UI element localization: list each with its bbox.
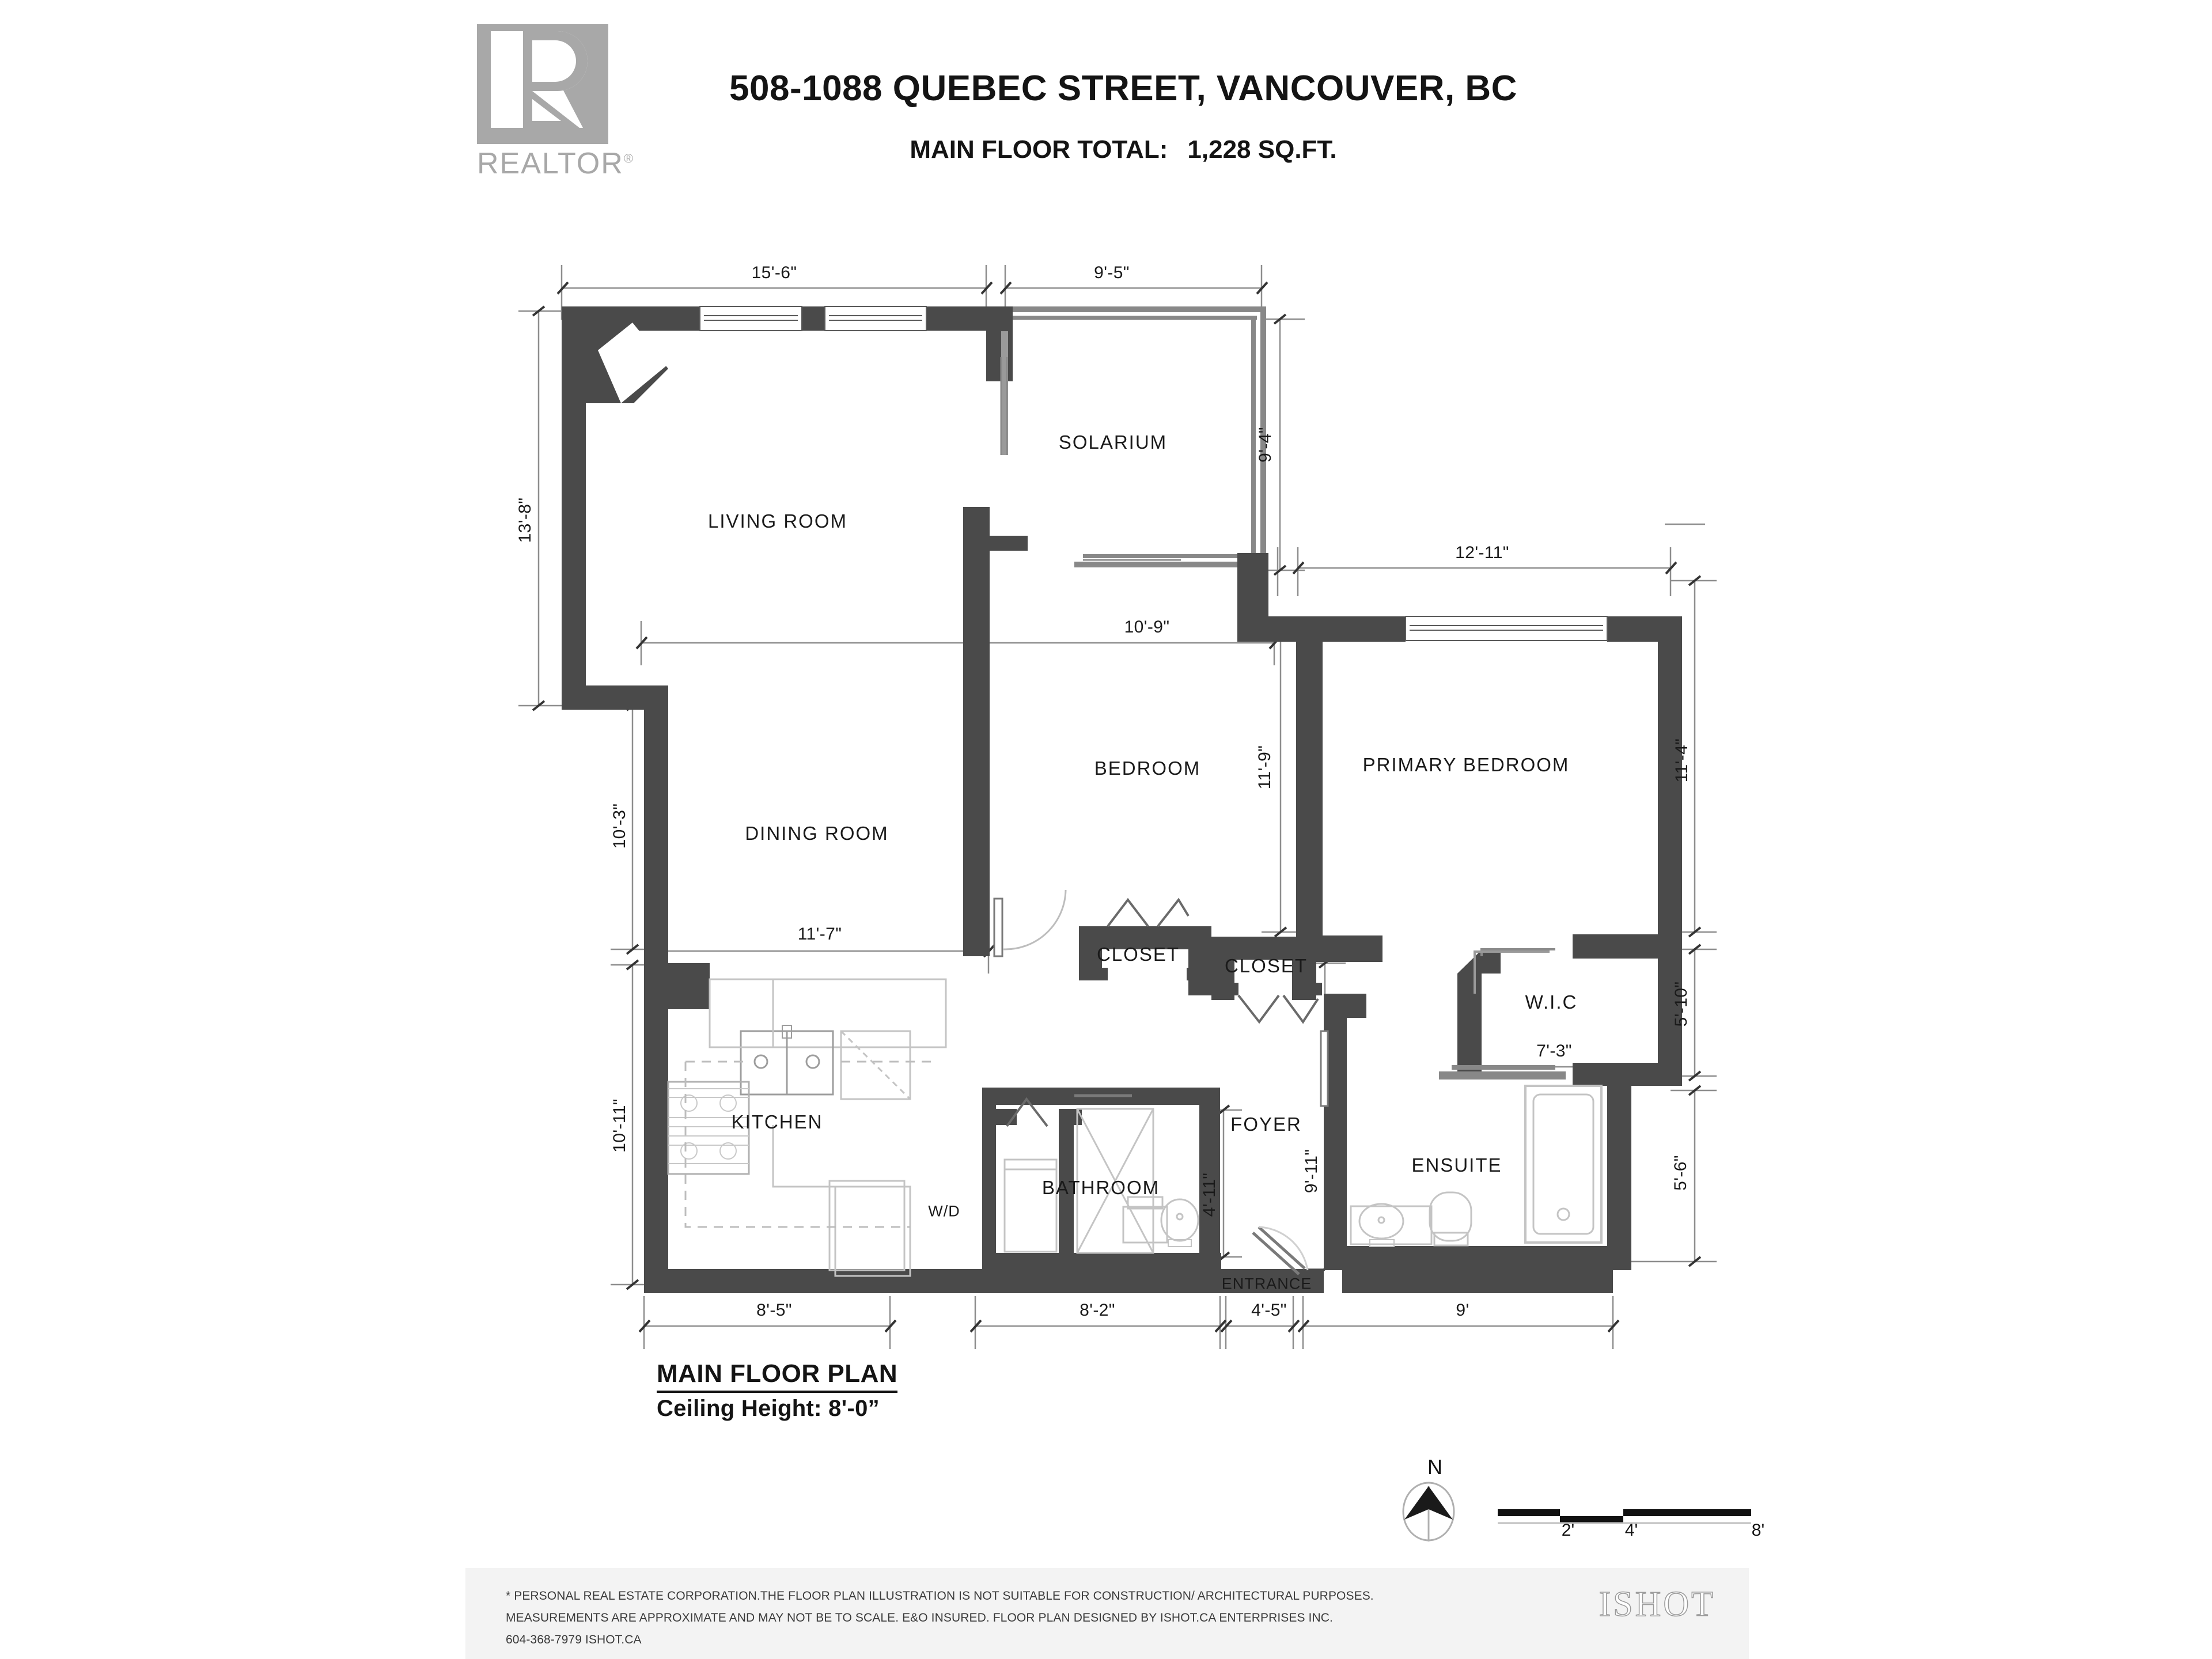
page-title: 508-1088 QUEBEC STREET, VANCOUVER, BC [729,69,1517,108]
footer-line-1: * PERSONAL REAL ESTATE CORPORATION.THE F… [506,1589,1374,1603]
dimension-wic-depth: 5'-10" [1672,981,1691,1027]
page-header: REALTOR® 508-1088 QUEBEC STREET, VANCOUV… [0,0,2212,196]
windows [699,306,1608,641]
room-label-ensuite: ENSUITE [1411,1154,1502,1176]
wic-shelf [1474,950,1550,994]
dimension-ensuite-depth: 5'-6" [1671,1155,1690,1191]
scale-tick-8ft: 8' [1751,1521,1765,1540]
plan-title-block: MAIN FLOOR PLAN Ceiling Height: 8'‑0” [657,1359,1014,1422]
dimension-top-solarium: 9'-5" [1094,263,1130,282]
dimension-bedroom-width: 10'-9" [1124,618,1170,637]
dimension-left-living: 13'-8" [516,497,535,543]
footer-disclaimer: * PERSONAL REAL ESTATE CORPORATION.THE F… [506,1585,1374,1651]
kitchen-fixtures [667,978,947,1277]
doors [993,357,1555,1275]
plan-title-main: MAIN FLOOR PLAN [657,1359,898,1393]
ensuite-fixtures [1350,1085,1603,1247]
dimension-bedroom-depth: 11'-9" [1255,745,1274,790]
room-label-solarium: SOLARIUM [1058,431,1168,453]
dimension-left-dining: 10'-3" [610,803,629,849]
dimension-left-kitchen: 10'-11" [610,1099,629,1153]
room-label-living-room: LIVING ROOM [707,510,848,532]
room-label-foyer: FOYER [1230,1113,1302,1135]
ishot-logo: ISHOT [1599,1584,1715,1624]
floor-total-label: MAIN FLOOR TOTAL: [910,135,1168,164]
bathroom-fixtures [1003,1108,1199,1254]
dimension-dining-width: 11'-7" [797,925,842,944]
compass-rose [1402,1482,1455,1541]
room-label-bathroom: BATHROOM [1041,1177,1160,1198]
room-label-entrance: ENTRANCE [1221,1275,1312,1293]
dimension-wic-width: 7'-3" [1536,1041,1572,1060]
floor-total-value: 1,228 SQ.FT. [1187,135,1337,164]
room-label-bedroom: BEDROOM [1094,757,1201,779]
scale-bar [1498,1509,1751,1524]
realtor-wordmark: REALTOR® [477,147,635,180]
realtor-logo: REALTOR® [477,24,635,180]
floor-total: MAIN FLOOR TOTAL: 1,228 SQ.FT. [634,135,1613,164]
scale-tick-4ft: 4' [1624,1521,1638,1540]
compass-north-label: N [1427,1455,1442,1479]
realtor-r-mark [477,24,608,144]
footer-line-2: MEASUREMENTS ARE APPROXIMATE AND MAY NOT… [506,1611,1333,1624]
footer-line-3: 604-368-7979 ISHOT.CA [506,1633,642,1646]
room-label-wic: W.I.C [1525,991,1578,1013]
compass-scale-block: N 2' 4' 8' [1394,1455,1764,1561]
plan-title-sub: Ceiling Height: 8'‑0” [657,1396,880,1421]
room-label-washer-dryer: W/D [928,1202,960,1220]
dimension-bathroom-depth: 4'-11" [1200,1172,1219,1217]
dimension-bottom-kitchen: 8'-5" [756,1301,792,1320]
room-label-primary-bedroom: PRIMARY BEDROOM [1362,754,1570,775]
dimension-top-primary: 12'-11" [1455,543,1509,562]
walls [562,306,1682,1293]
dimension-foyer-depth: 9'-11" [1302,1149,1321,1194]
title-block: 508-1088 QUEBEC STREET, VANCOUVER, BC MA… [634,68,1613,164]
room-label-dining-room: DINING ROOM [745,823,889,844]
dimension-bottom-ensuite: 9' [1456,1301,1469,1320]
dimension-primary-depth: 11'-4" [1672,738,1691,783]
room-label-closet-left: CLOSET [1096,944,1180,965]
page-footer: * PERSONAL REAL ESTATE CORPORATION.THE F… [465,1568,1749,1659]
dimension-right-solarium: 9'-4" [1256,427,1275,463]
scale-tick-2ft: 2' [1561,1521,1575,1540]
dimension-bottom-bathroom: 8'-2" [1080,1301,1115,1320]
room-label-kitchen: KITCHEN [731,1111,823,1132]
dimension-bottom-entrance: 4'-5" [1251,1301,1287,1320]
dimension-top-living: 15'-6" [751,263,797,282]
room-label-closet-right: CLOSET [1224,955,1308,976]
